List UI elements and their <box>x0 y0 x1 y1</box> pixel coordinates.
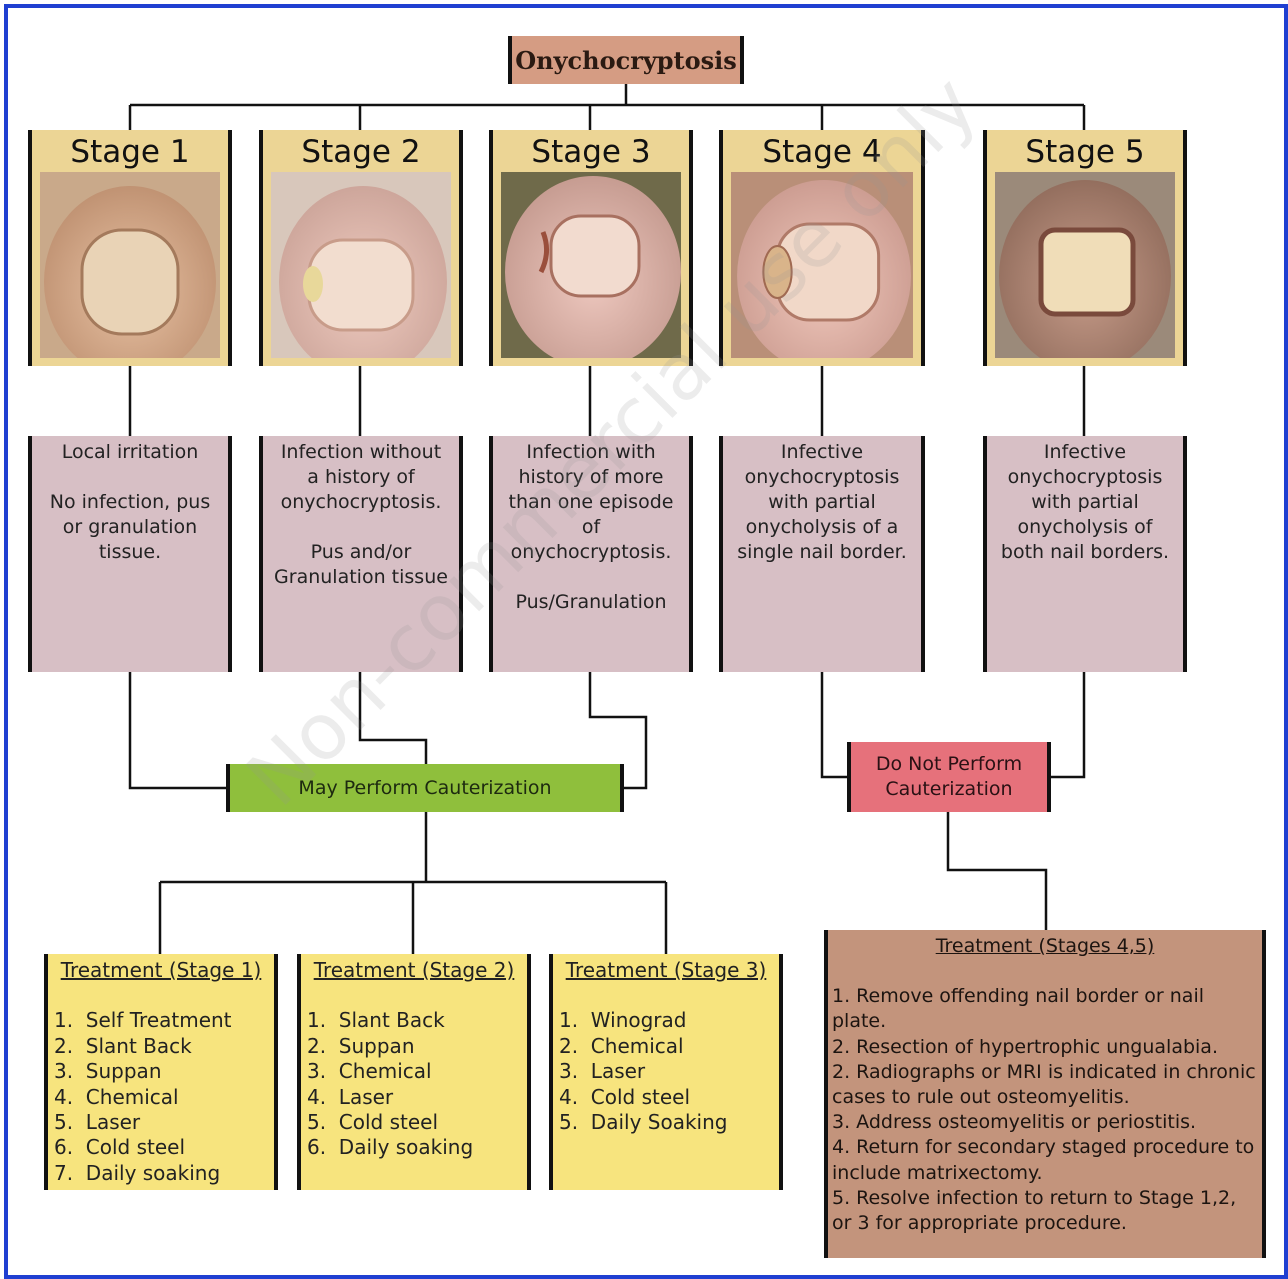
stage-4-toe-photo <box>731 172 913 358</box>
treatment-item: 6. Daily soaking <box>307 1135 474 1160</box>
treatment-item: 5. Daily Soaking <box>559 1110 728 1135</box>
treatment-stages-4-5-list: 1. Remove offending nail border or nail … <box>832 984 1258 1236</box>
diagram-title: Onychocryptosis <box>508 36 744 84</box>
treatment-item: 1. Slant Back <box>307 1008 445 1033</box>
treatment-item: 7. Daily soaking <box>54 1160 221 1185</box>
stage-1-description-text: Local irritation No infection, pus or gr… <box>49 441 211 563</box>
treatment-stages-4-5-title: Treatment (Stages 4,5) <box>935 935 1155 957</box>
treatment-stage-3-box: Treatment (Stage 3) 1. Winograd 2. Chemi… <box>549 954 783 1190</box>
treatment-stage-2-title: Treatment (Stage 2) <box>313 958 515 982</box>
stage-5-toe-photo <box>995 172 1175 358</box>
stage-1-card: Stage 1 <box>28 130 232 366</box>
treatment-stage-3-title: Treatment (Stage 3) <box>565 958 767 982</box>
treatment-stages-4-5-box: Treatment (Stages 4,5) 1. Remove offendi… <box>824 930 1266 1258</box>
treatment-stage-1-title: Treatment (Stage 1) <box>60 958 262 982</box>
stage-3-description-text: Infection with history of more than one … <box>508 441 674 613</box>
treatment-stage-1-list: 1. Self Treatment 2. Slant Back 3. Suppa… <box>54 1008 268 1186</box>
treatment-item: 2. Slant Back <box>54 1033 192 1058</box>
diagram-title-text: Onychocryptosis <box>515 45 737 75</box>
treatment-stage-1-box: Treatment (Stage 1) 1. Self Treatment 2.… <box>44 954 278 1190</box>
treatment-item: 2. Chemical <box>559 1033 684 1058</box>
stage-1-description: Local irritation No infection, pus or gr… <box>28 436 232 672</box>
stage-5-label: Stage 5 <box>1025 134 1145 170</box>
treatment-item: 5. Resolve infection to return to Stage … <box>832 1186 1237 1235</box>
treatment-stage-2-list: 1. Slant Back 2. Suppan 3. Chemical 4. L… <box>307 1008 521 1160</box>
stage-3-toe-photo <box>501 172 681 358</box>
stage-2-card: Stage 2 <box>259 130 463 366</box>
treatment-item: 3. Chemical <box>307 1059 432 1084</box>
stage-1-toe-photo <box>40 172 220 358</box>
treatment-item: 2. Resection of hypertrophic ungualabia. <box>832 1035 1218 1058</box>
treatment-item: 5. Cold steel <box>307 1110 439 1135</box>
stage-3-label: Stage 3 <box>531 134 651 170</box>
stage-5-description: Infective onychocryptosis with partial o… <box>983 436 1187 672</box>
stage-5-description-text: Infective onychocryptosis with partial o… <box>1000 441 1170 563</box>
treatment-item: 1. Remove offending nail border or nail … <box>832 985 1205 1033</box>
stage-4-description: Infective onychocryptosis with partial o… <box>719 436 925 672</box>
treatment-item: 1. Self Treatment <box>54 1008 232 1033</box>
treatment-item: 3. Laser <box>559 1059 646 1084</box>
stage-3-description: Infection with history of more than one … <box>489 436 693 672</box>
treatment-item: 5. Laser <box>54 1110 141 1135</box>
stage-2-label: Stage 2 <box>301 134 421 170</box>
stage-2-toe-photo <box>271 172 451 358</box>
treatment-item: 2. Radiographs or MRI is indicated in ch… <box>832 1060 1256 1109</box>
treatment-stage-3-list: 1. Winograd 2. Chemical 3. Laser 4. Cold… <box>559 1008 773 1135</box>
blue-border-frame <box>4 4 1288 1279</box>
stage-5-card: Stage 5 <box>983 130 1187 366</box>
stage-3-card: Stage 3 <box>489 130 693 366</box>
stage-2-description: Infection without a history of onychocry… <box>259 436 463 672</box>
stage-4-description-text: Infective onychocryptosis with partial o… <box>737 441 907 563</box>
do-not-perform-cauterization-text: Do Not Perform Cauterization <box>875 753 1023 800</box>
treatment-item: 4. Laser <box>307 1084 394 1109</box>
treatment-stage-2-box: Treatment (Stage 2) 1. Slant Back 2. Sup… <box>297 954 531 1190</box>
may-perform-cauterization-text: May Perform Cauterization <box>298 777 552 799</box>
treatment-item: 3. Suppan <box>54 1059 162 1084</box>
treatment-item: 4. Return for secondary staged procedure… <box>832 1136 1255 1184</box>
treatment-item: 1. Winograd <box>559 1008 687 1033</box>
stage-4-label: Stage 4 <box>762 134 882 170</box>
treatment-item: 2. Suppan <box>307 1033 415 1058</box>
may-perform-cauterization-box: May Perform Cauterization <box>226 764 624 812</box>
treatment-item: 6. Cold steel <box>54 1135 186 1160</box>
stage-2-description-text: Infection without a history of onychocry… <box>274 441 448 588</box>
stage-4-card: Stage 4 <box>719 130 925 366</box>
stage-1-label: Stage 1 <box>70 134 190 170</box>
treatment-item: 4. Cold steel <box>559 1084 691 1109</box>
do-not-perform-cauterization-box: Do Not Perform Cauterization <box>847 742 1051 812</box>
treatment-item: 3. Address osteomyelitis or periostitis. <box>832 1111 1197 1134</box>
treatment-item: 4. Chemical <box>54 1084 179 1109</box>
